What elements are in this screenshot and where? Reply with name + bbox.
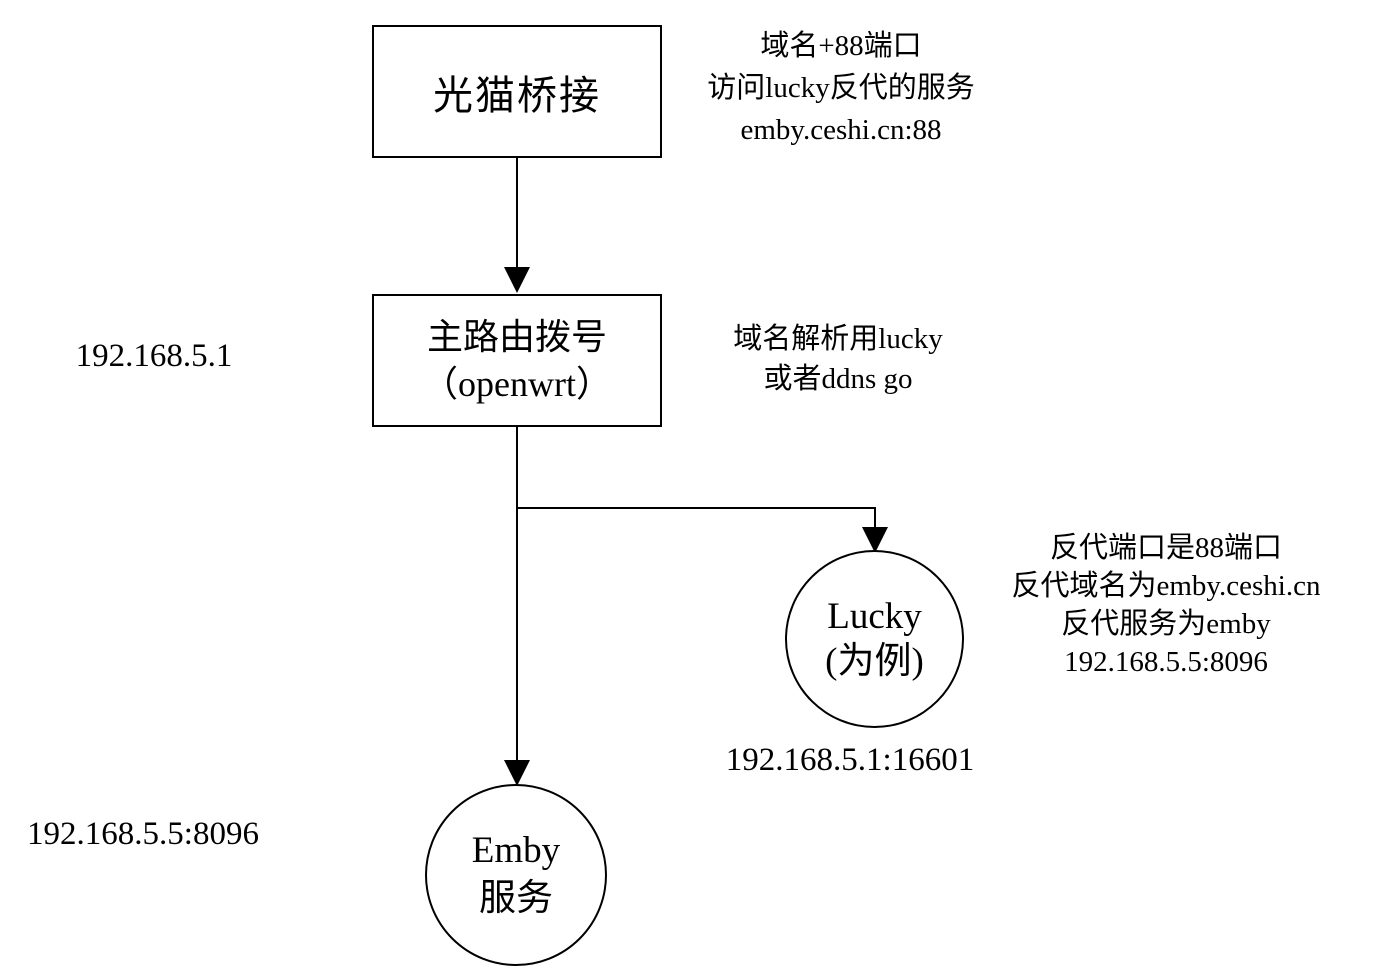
router-ip-label: 192.168.5.1 <box>75 338 233 374</box>
arrowhead-router-to-emby-icon <box>504 760 530 786</box>
emby-ip-label: 192.168.5.5:8096 <box>27 816 259 852</box>
router-annotation: 域名解析用lucky 或者ddns go <box>687 319 989 399</box>
lucky-label-line: (为例) <box>825 641 924 682</box>
modem-bridge-node: 光猫桥接 <box>372 25 662 158</box>
lucky-annotation-line: 反代服务为emby <box>1061 608 1271 640</box>
modem-bridge-label: 光猫桥接 <box>433 72 601 118</box>
lucky-ip-label: 192.168.5.1:16601 <box>725 742 975 778</box>
modem-annotation-line: emby.ceshi.cn:88 <box>740 114 942 146</box>
lucky-node: Lucky (为例) <box>785 550 964 728</box>
lucky-annotation-line: 反代域名为emby.ceshi.cn <box>1011 570 1321 602</box>
edge-router-to-lucky <box>517 507 876 531</box>
router-annotation-line: 或者ddns go <box>763 363 913 395</box>
main-router-label-line: （openwrt） <box>422 363 612 404</box>
emby-label-line: 服务 <box>479 878 553 919</box>
emby-service-node: Emby 服务 <box>425 784 607 966</box>
main-router-node: 主路由拨号 （openwrt） <box>372 294 662 427</box>
lucky-annotation-line: 反代端口是88端口 <box>1049 532 1282 564</box>
lucky-annotation-line: 192.168.5.5:8096 <box>1064 646 1268 678</box>
modem-annotation-line: 访问lucky反代的服务 <box>707 72 975 104</box>
modem-annotation: 域名+88端口 访问lucky反代的服务 emby.ceshi.cn:88 <box>690 25 992 151</box>
router-annotation-line: 域名解析用lucky <box>733 323 943 355</box>
main-router-label-line: 主路由拨号 <box>426 316 607 357</box>
lucky-annotation: 反代端口是88端口 反代域名为emby.ceshi.cn 反代服务为emby 1… <box>984 529 1348 681</box>
emby-label-line: Emby <box>471 830 561 871</box>
modem-annotation-line: 域名+88端口 <box>760 30 922 62</box>
lucky-label-line: Lucky <box>827 596 922 637</box>
arrowhead-modem-to-router-icon <box>504 267 530 293</box>
